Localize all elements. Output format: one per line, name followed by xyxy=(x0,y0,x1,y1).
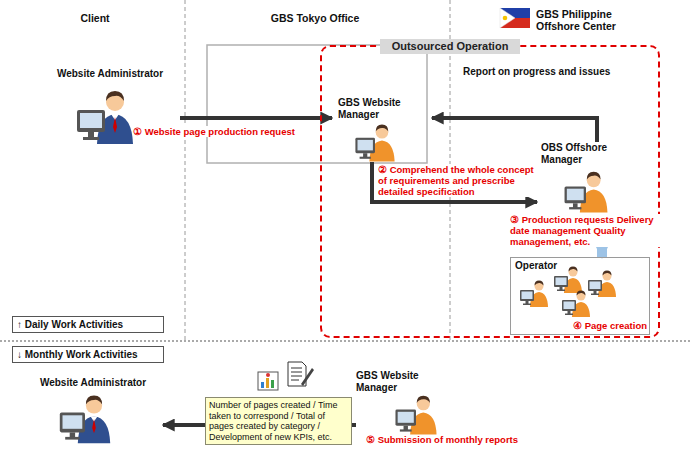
person-node: OBS Offshore Manager xyxy=(537,142,647,214)
header-label: GBS Philippine Offshore Center xyxy=(536,8,648,32)
node-label: Outsourced Operation xyxy=(380,39,520,54)
node-label: Operator xyxy=(515,260,585,272)
person-icon xyxy=(394,392,438,436)
period-key: ↑ Daily Work Activities xyxy=(12,316,164,333)
person-icon xyxy=(519,278,549,308)
lane-separator xyxy=(185,0,186,340)
chart-icon xyxy=(258,372,278,390)
person-icon xyxy=(354,121,396,163)
header-label: GBS Tokyo Office xyxy=(245,12,385,24)
person-icon xyxy=(58,391,112,445)
edge-label: ③ Production requests Delivery date mana… xyxy=(510,214,662,247)
header-label: Client xyxy=(55,12,135,24)
edge-label: ① Website page production request xyxy=(133,126,295,137)
person-icon xyxy=(587,268,617,298)
person-icon xyxy=(563,168,609,214)
node-note: ⑤ Submission of monthly reports xyxy=(366,434,518,445)
node-label: GBS Website Manager xyxy=(338,97,427,121)
report-note: Number of pages created / Time taken to … xyxy=(205,397,352,445)
person-node: GBS Website Manager xyxy=(332,97,432,162)
philippine-flag xyxy=(500,8,530,28)
person-icon xyxy=(75,86,135,146)
person-node: GBS Website Manager ⑤ Submission of month… xyxy=(356,370,546,450)
period-key: ↓ Monthly Work Activities xyxy=(12,346,164,363)
node-label: ↑ Daily Work Activities xyxy=(17,319,123,331)
person-node: Website Administrator xyxy=(28,377,163,447)
node-label: GBS Website Manager xyxy=(356,370,456,394)
node-label: Website Administrator xyxy=(45,68,175,80)
flow-arrow xyxy=(180,116,332,120)
node-label: ↓ Monthly Work Activities xyxy=(17,349,138,361)
person-icon xyxy=(561,288,591,318)
node-label: OBS Offshore Manager xyxy=(541,142,641,166)
flow-arrow xyxy=(432,118,597,142)
document-icon xyxy=(288,362,314,386)
flow-arrow xyxy=(372,162,537,202)
node-label: Website Administrator xyxy=(28,377,158,389)
operator-group: Operator ④ Page creation xyxy=(510,257,650,335)
period-divider xyxy=(0,341,690,342)
node-note: ④ Page creation xyxy=(563,320,647,331)
edge-label: ② Comprehend the whole concept of requir… xyxy=(378,164,538,197)
edge-label: Report on progress and issues xyxy=(463,66,610,78)
person-icon xyxy=(553,264,583,294)
tokyo-group-frame xyxy=(207,45,427,163)
